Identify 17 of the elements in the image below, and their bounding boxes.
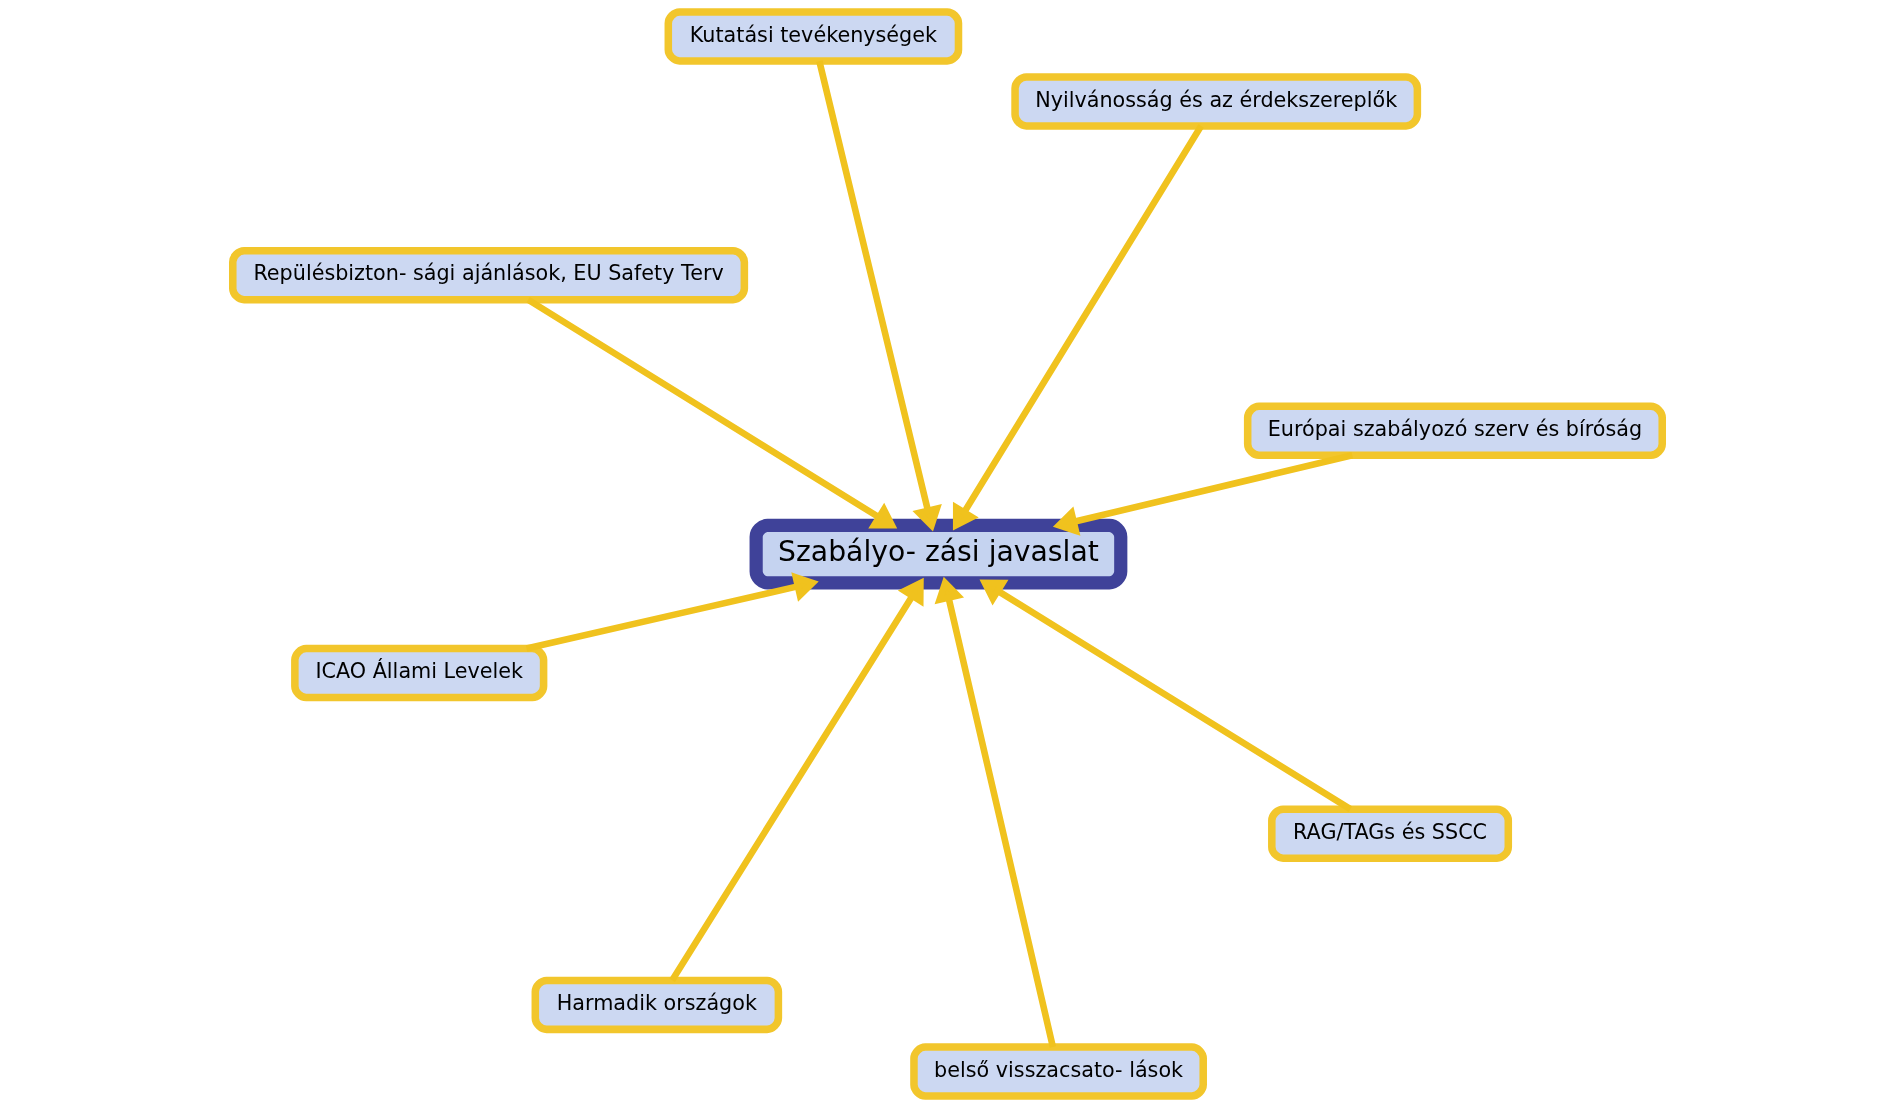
node-box: Harmadik országok — [531, 976, 783, 1034]
arrow — [934, 576, 1057, 1048]
node-box: ICAO Állami Levelek — [291, 644, 548, 702]
arrow — [669, 577, 924, 983]
arrow — [526, 296, 898, 529]
node-box: belső visszacsato- lások — [910, 1043, 1207, 1100]
node-box: Nyilvánosság és az érdekszereplők — [1011, 73, 1422, 130]
arrow — [952, 124, 1204, 531]
node-box: Szabályo- zási javaslat — [749, 518, 1128, 590]
node-box: Kutatási tevékenységek — [664, 8, 963, 65]
arrow — [1052, 452, 1354, 536]
arrow — [525, 572, 819, 652]
node-box: RAG/TAGs és SSCC — [1268, 805, 1513, 862]
arrow — [816, 60, 942, 532]
node-box: Repülésbizton- sági ajánlások, EU Safety Terv — [229, 246, 749, 304]
arrow — [979, 579, 1353, 812]
node-box: Európai szabályozó szerv és bíróság — [1243, 402, 1666, 460]
